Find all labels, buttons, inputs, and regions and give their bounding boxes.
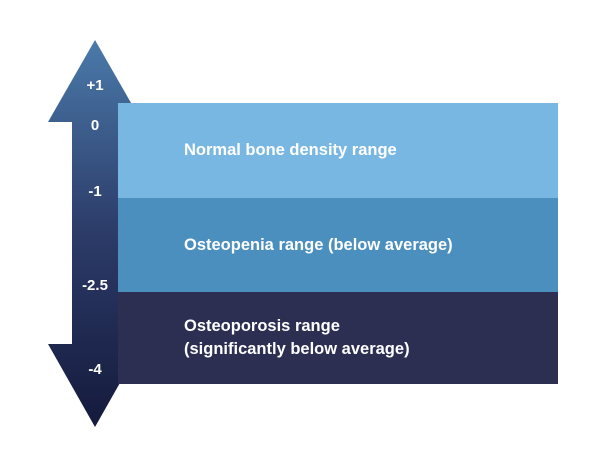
osteoporosis-range-band: Osteoporosis range (significantly below …: [118, 292, 558, 384]
normal-range-band: Normal bone density range: [118, 103, 558, 198]
osteopenia-range-label-line: Osteopenia range (below average): [184, 235, 453, 254]
tick-label-minus-1: -1: [88, 183, 102, 200]
normal-range-label: Normal bone density range: [184, 139, 397, 162]
osteoporosis-range-label-line-2: (significantly below average): [184, 340, 410, 358]
tick-label-plus-1: +1: [86, 77, 104, 94]
normal-range-label-line: Normal bone density range: [184, 141, 397, 159]
arrow-shape: [48, 40, 142, 427]
tick-label-0: 0: [90, 117, 100, 134]
tick-label-minus-4: -4: [88, 361, 102, 378]
osteoporosis-range-label-line-1: Osteoporosis range: [184, 317, 340, 335]
osteoporosis-range-label: Osteoporosis range (significantly below …: [184, 315, 410, 361]
osteopenia-range-label: Osteopenia range (below average): [184, 234, 453, 257]
tick-label-minus-2-5: -2.5: [82, 277, 108, 294]
osteopenia-range-band: Osteopenia range (below average): [118, 198, 558, 292]
